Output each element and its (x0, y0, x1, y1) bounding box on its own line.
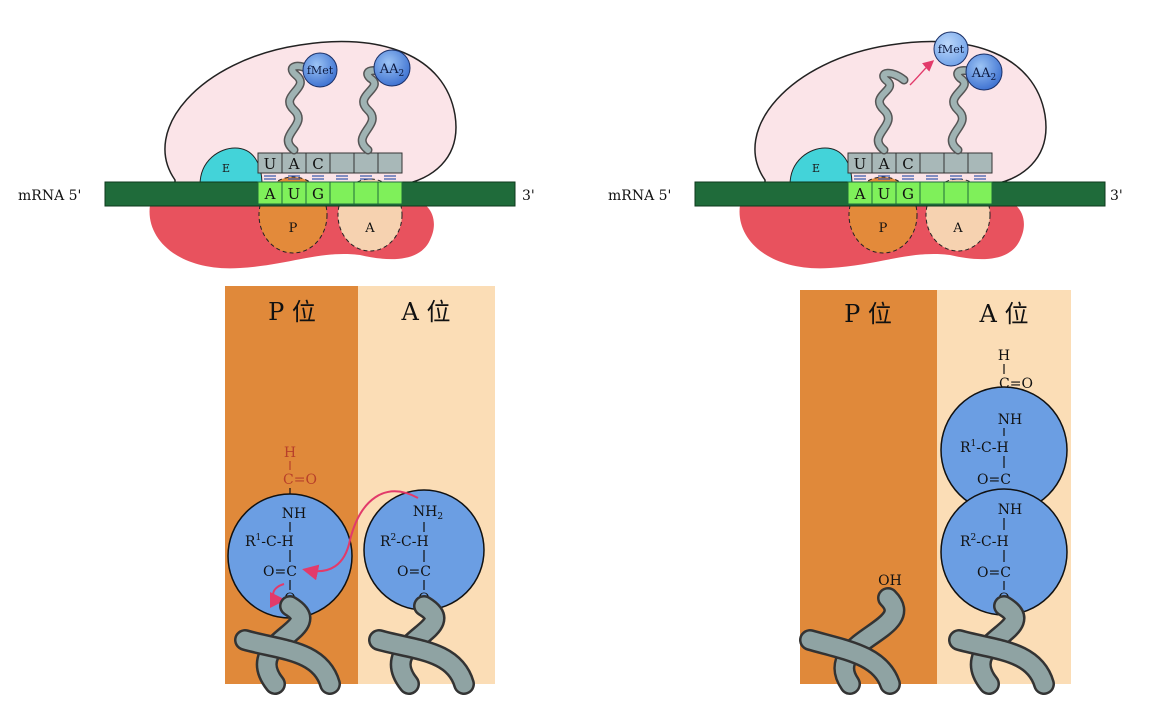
anticodon-row: U A C (257, 152, 403, 174)
anticodon-base: U (854, 155, 867, 173)
fmet-label: fMet (938, 43, 965, 56)
p-site-header: P 位 (268, 298, 316, 326)
codon-row: A U G (847, 181, 993, 205)
mrna-5-label: mRNA 5' (18, 188, 81, 204)
anticodon-base: U (264, 155, 277, 173)
aa2-label: AA2 (971, 66, 997, 83)
base-pair-lines (854, 175, 986, 180)
p-site-label: P (289, 221, 298, 236)
aa2-oc: O=C (397, 564, 431, 580)
base-pair-lines (264, 175, 396, 180)
codon-base: U (878, 185, 891, 203)
fmet-label: fMet (307, 64, 334, 77)
fmet-ball (933, 31, 969, 67)
anticodon-row: U A C (847, 152, 993, 174)
anticodon-base: C (312, 155, 323, 173)
mrna-3-label: 3' (522, 188, 535, 204)
a-site-header: A 位 (401, 298, 451, 326)
mrna-5-label: mRNA 5' (608, 188, 671, 204)
e-site-label: E (222, 162, 230, 175)
aa1-rc: R1-C-H (245, 533, 294, 550)
p-site-label: P (879, 221, 888, 236)
codon-base: A (264, 185, 276, 203)
right-chemistry-panel: P 位 A 位 OH H C=O NH R1-C-H O=C NH R2-C-H… (799, 290, 1071, 695)
trna-tail-a (948, 595, 1055, 695)
left-chemistry-panel: P 位 A 位 H C=O NH R1-C-H O=C O NH2 R2-C-H… (225, 286, 495, 695)
trna-tail-right (368, 595, 475, 695)
formyl-h: H (998, 348, 1010, 364)
a-site-label: A (952, 221, 963, 236)
aa2-rc: R2-C-H (380, 533, 429, 550)
aa2-nh: NH (998, 502, 1022, 518)
aa1-oc: O=C (977, 472, 1011, 488)
transfer-arrow (909, 60, 935, 86)
formyl-co: C=O (283, 472, 317, 488)
attack-arrow (302, 490, 419, 581)
formyl-h: H (284, 445, 296, 461)
aa2-label: AA2 (379, 62, 405, 79)
aa1-nh: NH (282, 506, 306, 522)
aa1-nh: NH (998, 412, 1022, 428)
codon-row: A U G (257, 181, 403, 205)
a-site-header: A 位 (979, 300, 1029, 328)
codon-base: G (312, 185, 324, 203)
codon-base: A (854, 185, 866, 203)
codon-base: G (902, 185, 914, 203)
p-site-header: P 位 (844, 300, 892, 328)
anticodon-base: A (288, 155, 300, 173)
aa2-rc: R2-C-H (960, 533, 1009, 550)
a-site-label: A (364, 221, 375, 236)
aa1-rc: R1-C-H (960, 439, 1009, 456)
aa1-oc: O=C (263, 564, 297, 580)
codon-base: U (288, 185, 301, 203)
aa2-nh2: NH2 (413, 504, 443, 522)
trna-tail-left (234, 595, 341, 695)
trna-tail-p (799, 587, 906, 695)
aa2-oc: O=C (977, 565, 1011, 581)
anticodon-base: A (878, 155, 890, 173)
bond-arrow (269, 583, 286, 608)
oh-label: OH (878, 573, 902, 589)
left-ribosome: E mRNA 5' 3' A U G (18, 40, 535, 269)
anticodon-base: C (902, 155, 913, 173)
aa2-ball (373, 49, 411, 87)
mrna-3-label: 3' (1110, 188, 1123, 204)
aa2-ball (965, 53, 1003, 91)
p-site-column (800, 290, 937, 684)
e-site-label: E (812, 162, 820, 175)
fmet-ball (302, 52, 338, 88)
right-ribosome: E mRNA 5' 3' A U G (608, 31, 1123, 269)
